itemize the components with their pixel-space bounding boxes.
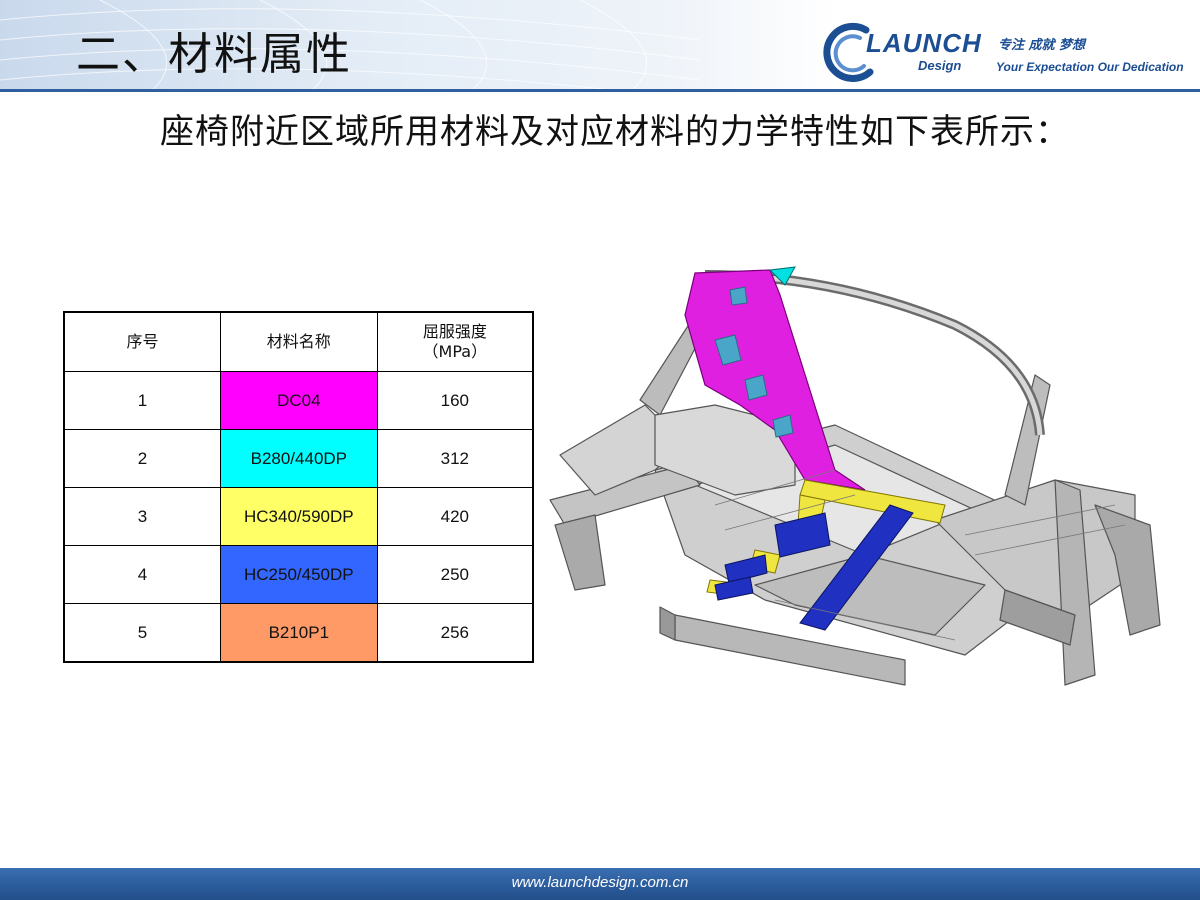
cell-strength: 256 (376, 603, 534, 663)
cell-strength: 420 (376, 487, 534, 546)
cell-strength: 312 (376, 429, 534, 488)
header-strength-label: 屈服强度 (422, 322, 487, 341)
cell-material: B210P1 (219, 603, 378, 663)
logo-design-text: Design (918, 58, 962, 73)
header-divider (0, 89, 1200, 92)
table-row: 2 B280/440DP 312 (63, 429, 534, 488)
cell-material: DC04 (219, 371, 378, 430)
table-row: 1 DC04 160 (63, 371, 534, 430)
car-body-structure-image (549, 266, 1161, 686)
cell-id: 2 (63, 429, 221, 488)
logo-wordmark: LAUNCH (866, 28, 982, 58)
header-cell-id: 序号 (63, 311, 221, 372)
header-pattern (0, 0, 701, 92)
cell-id: 4 (63, 545, 221, 604)
cell-material: B280/440DP (219, 429, 378, 488)
cell-strength: 250 (376, 545, 534, 604)
header-cell-material: 材料名称 (219, 311, 378, 372)
cell-id: 1 (63, 371, 221, 430)
header-banner (0, 0, 1200, 92)
table-row: 3 HC340/590DP 420 (63, 487, 534, 546)
cell-id: 5 (63, 603, 221, 663)
header-strength-unit: （MPa） (422, 342, 488, 361)
logo-slogan-cn: 专注 成就 梦想 (998, 38, 1086, 53)
header-cell-strength: 屈服强度 （MPa） (376, 311, 534, 372)
logo-swoosh-icon (823, 22, 874, 82)
slide-subtitle: 座椅附近区域所用材料及对应材料的力学特性如下表所示： (160, 112, 1070, 152)
table-row: 4 HC250/450DP 250 (63, 545, 534, 604)
cell-strength: 160 (376, 371, 534, 430)
footer-bar: www.launchdesign.com.cn (0, 868, 1200, 900)
cell-material: HC250/450DP (219, 545, 378, 604)
launch-logo: LAUNCH Design 专注 成就 梦想 Your Expectation … (820, 22, 1184, 82)
logo-slogan-en: Your Expectation Our Dedication (996, 60, 1184, 74)
cell-id: 3 (63, 487, 221, 546)
slide-title: 二、材料属性 (76, 29, 352, 80)
material-table: 序号 材料名称 屈服强度 （MPa） 1 DC04 160 2 B280/440… (63, 311, 534, 663)
table-row: 5 B210P1 256 (63, 603, 534, 663)
cell-material: HC340/590DP (219, 487, 378, 546)
footer-url: www.launchdesign.com.cn (511, 874, 689, 891)
table-header-row: 序号 材料名称 屈服强度 （MPa） (63, 311, 534, 372)
